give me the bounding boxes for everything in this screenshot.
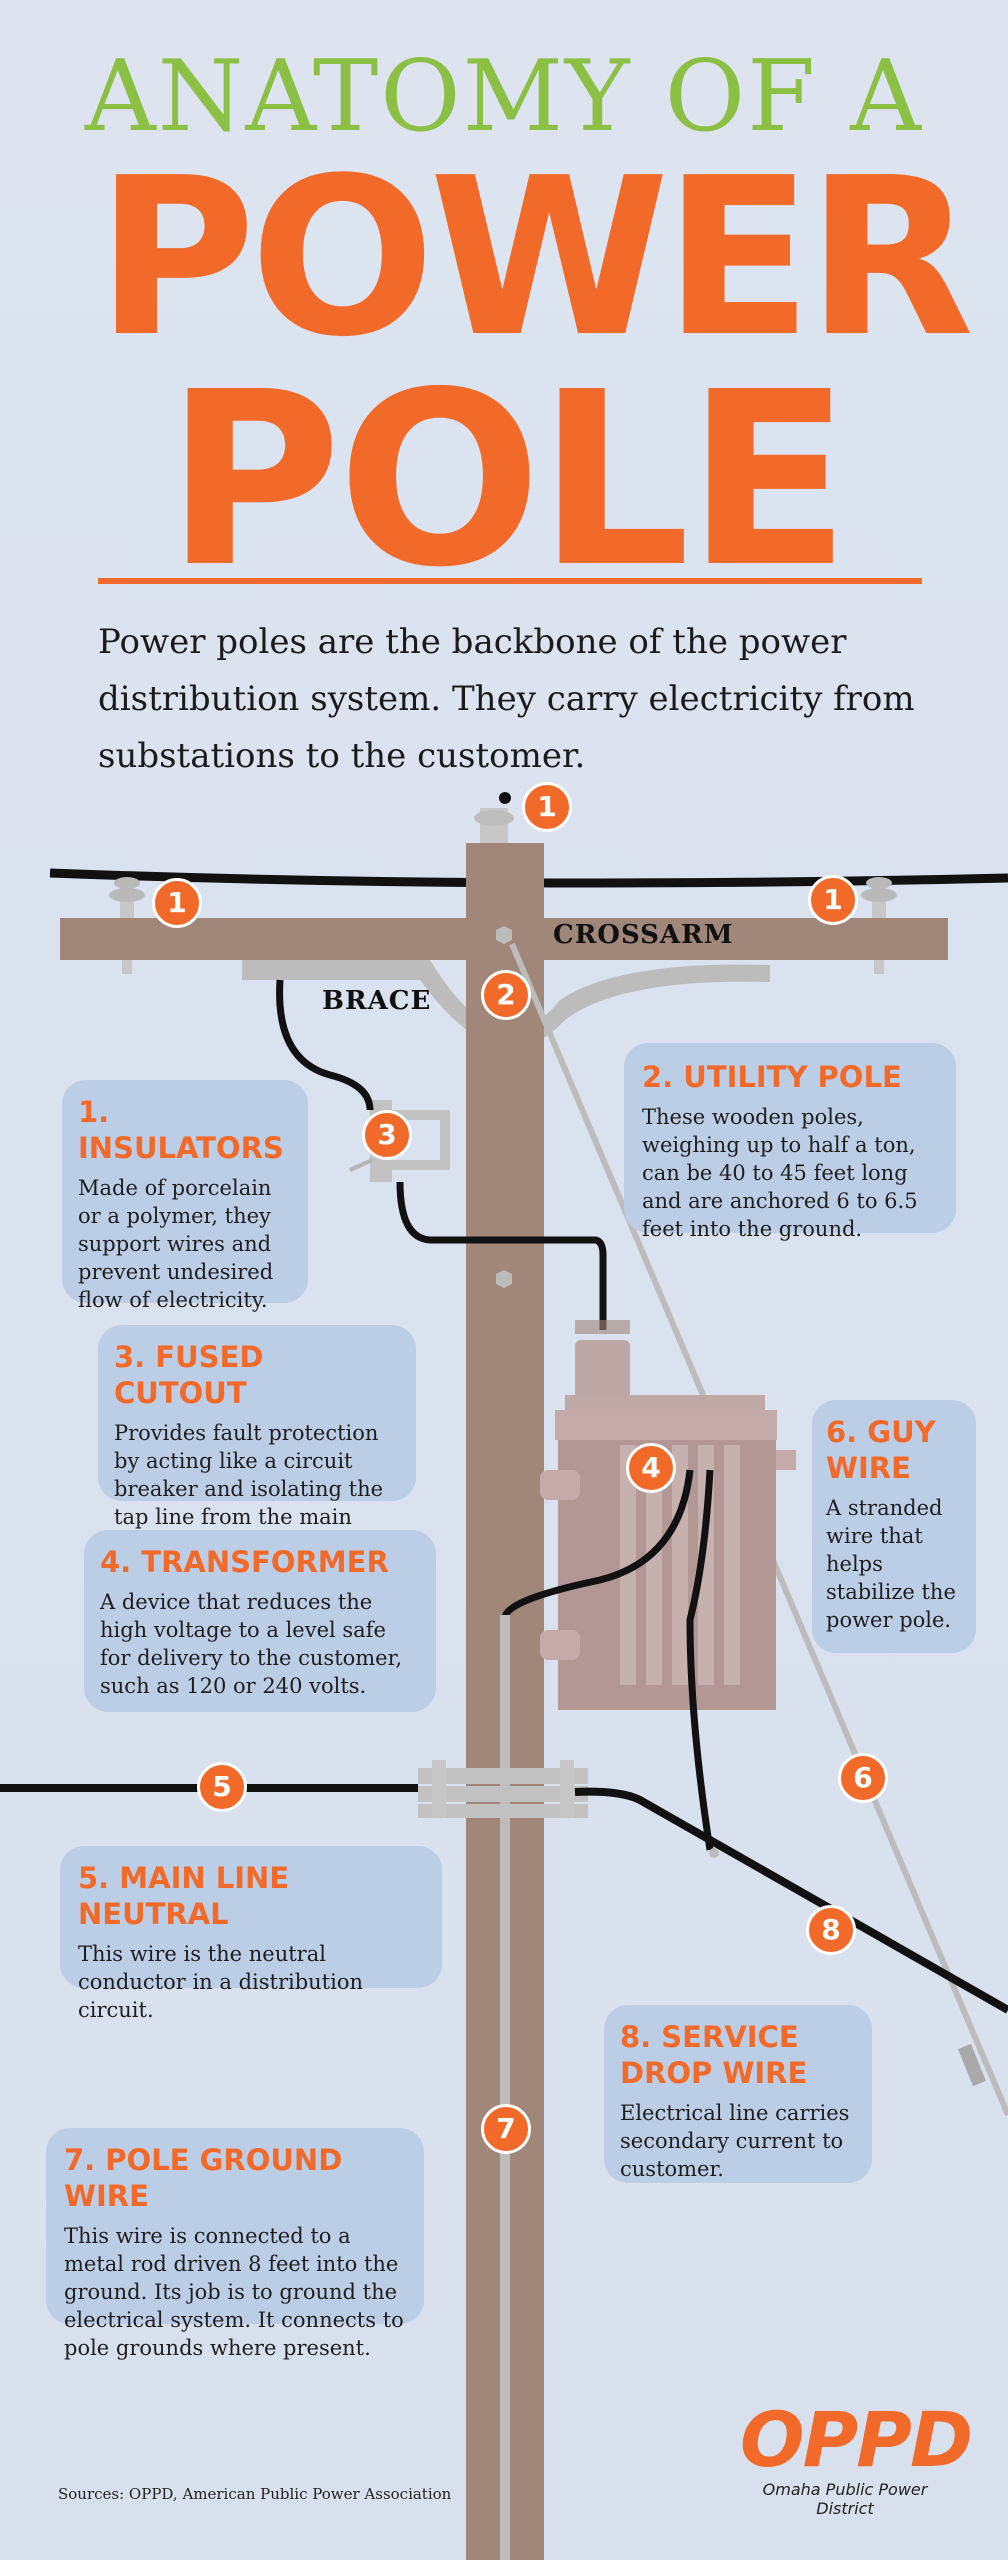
callout-main-line-neutral: 5. MAIN LINE NEUTRAL This wire is the ne… [60,1846,442,2022]
marker-3: 3 [362,1110,412,1160]
transformer-icon [540,1320,796,1710]
marker-1-top: 1 [522,782,572,832]
title-line-pole: POLE [165,340,851,620]
crossarm-label: CROSSARM [553,920,734,950]
callout-pole-ground-wire-heading: 7. POLE GROUND WIRE [64,2143,343,2213]
callout-main-line-neutral-heading: 5. MAIN LINE NEUTRAL [78,1861,290,1931]
brace [242,960,770,1048]
oppd-logo: OPPD Omaha Public Power District [740,2395,973,2519]
marker-8: 8 [806,1905,856,1955]
callout-transformer: 4. TRANSFORMER A device that reduces the… [84,1530,436,1712]
title-line-anatomy: ANATOMY OF A [84,40,924,154]
callout-main-line-neutral-text: This wire is the neutral conductor in a … [78,1942,363,2022]
callout-fused-cutout-heading: 3. FUSED CUTOUT [114,1340,264,1410]
callout-utility-pole-text: These wooden poles, weighing up to half … [642,1105,918,1241]
insulator-right-icon [861,877,897,974]
callout-insulators-text: Made of porcelain or a polymer, they sup… [78,1176,274,1312]
marker-2: 2 [481,970,531,1020]
callout-guy-wire-heading: 6. GUY WIRE [826,1415,936,1485]
marker-6: 6 [838,1753,888,1803]
title-line-power: POWER [96,132,974,385]
callout-guy-wire: 6. GUY WIRE A stranded wire that helps s… [812,1400,976,1653]
callout-utility-pole-heading: 2. UTILITY POLE [642,1060,902,1094]
callout-fused-cutout-text: Provides fault protection by acting like… [114,1421,384,1557]
neutral-rack-icon [418,1760,588,1818]
marker-1-left: 1 [152,878,202,928]
callout-pole-ground-wire-text: This wire is connected to a metal rod dr… [64,2224,404,2360]
callout-insulators: 1. INSULATORS Made of porcelain or a pol… [62,1080,308,1312]
marker-1-right: 1 [808,875,858,925]
sources-note: Sources: OPPD, American Public Power Ass… [58,2485,452,2503]
service-drop-wire [574,1787,1008,2014]
callout-guy-wire-text: A stranded wire that helps stabilize the… [826,1496,956,1632]
intro-text: Power poles are the backbone of the powe… [98,622,915,776]
oppd-logo-name: Omaha Public Power District [762,2480,928,2518]
marker-7: 7 [481,2104,531,2154]
callout-transformer-text: A device that reduces the high voltage t… [100,1590,403,1698]
guy-anchor-icon [958,2043,986,2087]
marker-5: 5 [197,1762,247,1812]
pole-ground-wire [500,1615,510,2560]
callout-utility-pole: 2. UTILITY POLE These wooden poles, weig… [624,1043,956,1241]
callout-service-drop-wire: 8. SERVICE DROP WIRE Electrical line car… [604,2005,872,2183]
title-divider [98,578,922,584]
insulator-top-icon [474,792,514,846]
callout-fused-cutout: 3. FUSED CUTOUT Provides fault protectio… [98,1325,416,1557]
callout-transformer-heading: 4. TRANSFORMER [100,1545,389,1579]
callout-insulators-heading: 1. INSULATORS [78,1095,284,1165]
oppd-logo-mark: OPPD [740,2395,973,2484]
brace-label: BRACE [322,986,432,1016]
insulator-left-icon [109,877,145,974]
callout-service-drop-wire-text: Electrical line carries secondary curren… [620,2101,850,2181]
callout-pole-ground-wire: 7. POLE GROUND WIRE This wire is connect… [46,2128,424,2360]
callout-service-drop-wire-heading: 8. SERVICE DROP WIRE [620,2020,808,2090]
marker-4: 4 [626,1443,676,1493]
